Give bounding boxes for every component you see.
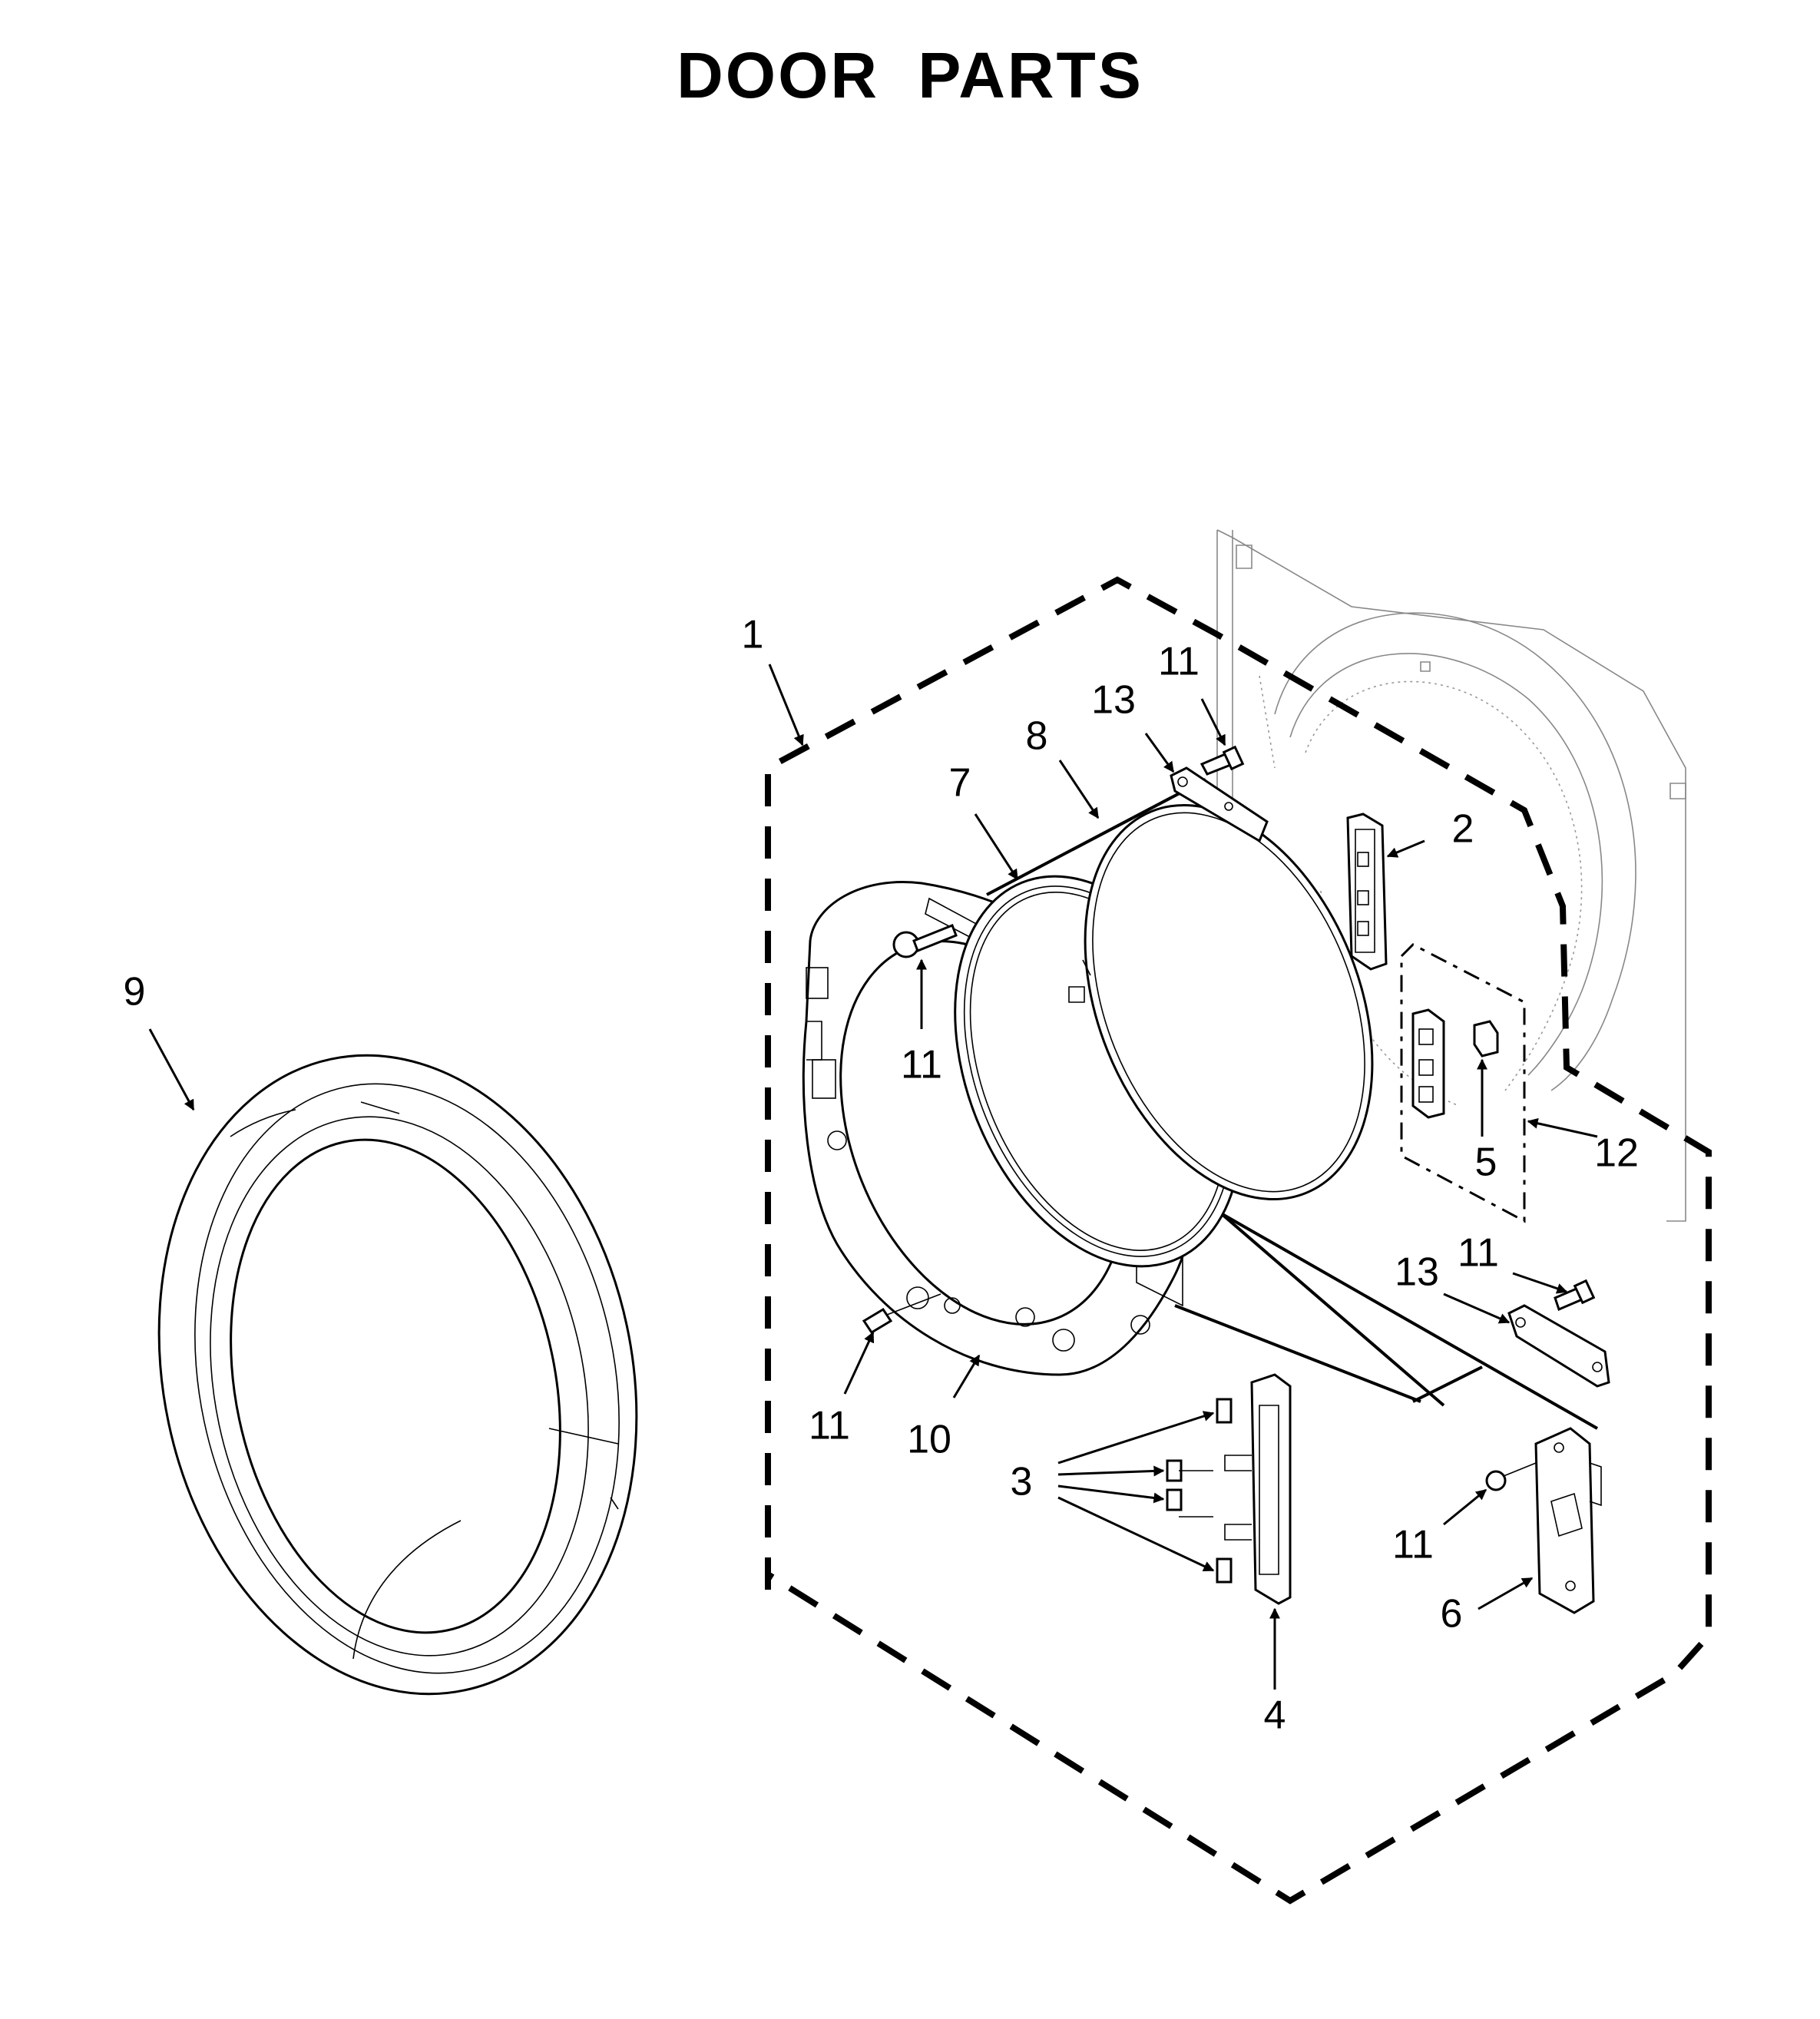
upper-hinge-bracket: [1170, 766, 1269, 843]
callout-11-lower-left: 11: [809, 1404, 850, 1448]
hinge-pin-3: [1166, 1488, 1183, 1511]
callout-11-handle: 11: [1392, 1523, 1434, 1567]
screw-hinge-right: [1554, 1279, 1596, 1312]
strike-insert: [1473, 1020, 1499, 1057]
screws: [862, 745, 1596, 1491]
screw-handle: [1485, 1462, 1537, 1491]
door-outer-ring: [157, 1054, 638, 1696]
screw-lower-left: [862, 1293, 941, 1335]
callout-labels: 1 2 3 4 5 6 7 8 9 10 11 11 11 11 11 12 1…: [124, 613, 1639, 1738]
callout-11-inner-door: 11: [901, 1043, 942, 1087]
strike-kit-boundary: [1400, 943, 1526, 1223]
screw-top: [1200, 745, 1245, 776]
hinge-pin-4: [1216, 1557, 1233, 1584]
callout-11-hinge-right: 11: [1458, 1231, 1499, 1276]
hinge-pins: [1166, 1398, 1233, 1584]
cabinet-front-panel: [1216, 529, 1686, 1222]
strike-plate: [1411, 1008, 1445, 1119]
screw-inner-door: [892, 924, 958, 958]
callout-11-top: 11: [1158, 640, 1200, 684]
callout-12: 12: [1594, 1131, 1639, 1176]
door-glass: [1082, 803, 1374, 1201]
lower-hinge-bracket: [1507, 1304, 1610, 1388]
callout-7: 7: [949, 761, 971, 806]
callout-9: 9: [124, 970, 146, 1014]
door-assembly-boundary: [765, 576, 1712, 1905]
callout-10: 10: [907, 1418, 951, 1462]
leader-arrows: [148, 664, 1598, 1690]
page-title: DOOR PARTS: [677, 39, 1143, 111]
callout-4: 4: [1264, 1693, 1286, 1738]
callout-8: 8: [1026, 714, 1048, 759]
callout-1: 1: [742, 613, 764, 657]
door-latch: [1346, 813, 1388, 971]
callout-3: 3: [1011, 1460, 1033, 1504]
hinge-pin-1: [1216, 1398, 1233, 1424]
door-hinge: [1224, 1373, 1292, 1605]
door-handle: [1534, 1427, 1602, 1614]
callout-5: 5: [1475, 1140, 1497, 1185]
callout-6: 6: [1441, 1592, 1463, 1637]
callout-2: 2: [1452, 807, 1474, 852]
callout-13-bottom: 13: [1395, 1250, 1439, 1295]
callout-13-top: 13: [1091, 678, 1136, 723]
